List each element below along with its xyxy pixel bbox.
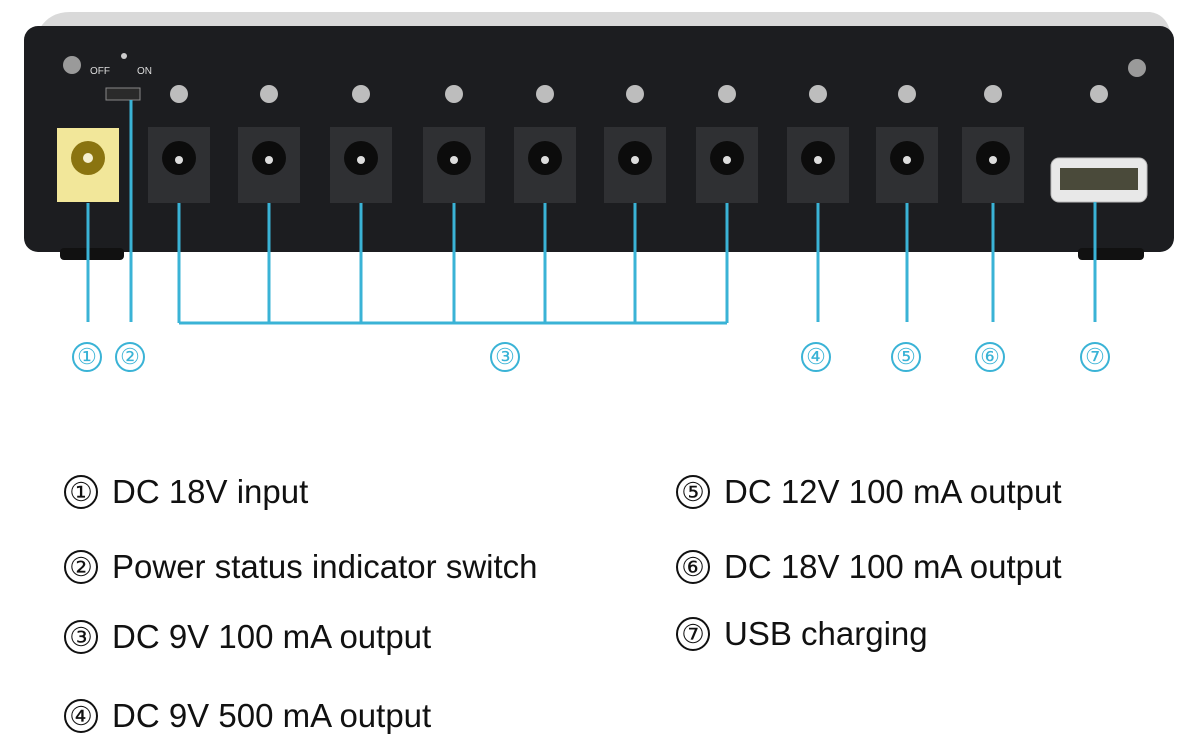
callout-5: ⑤ bbox=[891, 342, 921, 372]
legend-text: DC 9V 500 mA output bbox=[112, 697, 432, 734]
power-switch[interactable] bbox=[105, 87, 141, 101]
led-indicator bbox=[984, 85, 1002, 103]
led-indicator bbox=[898, 85, 916, 103]
foot-left bbox=[60, 248, 124, 260]
switch-off-label: OFF bbox=[90, 66, 110, 77]
legend-number: ① bbox=[64, 475, 98, 509]
dc-input-pin bbox=[83, 153, 93, 163]
callout-2: ② bbox=[115, 342, 145, 372]
callout-1: ① bbox=[72, 342, 102, 372]
led-indicator bbox=[260, 85, 278, 103]
led-indicator bbox=[626, 85, 644, 103]
jack-pin bbox=[903, 156, 911, 164]
legend-number: ④ bbox=[64, 699, 98, 733]
legend-number: ⑦ bbox=[676, 617, 710, 651]
screw-icon bbox=[1128, 59, 1146, 77]
callout-6: ⑥ bbox=[975, 342, 1005, 372]
legend-item-3: ③ DC 9V 100 mA output bbox=[64, 618, 431, 656]
led-indicator bbox=[718, 85, 736, 103]
led-indicator bbox=[1090, 85, 1108, 103]
legend-item-5: ⑤ DC 12V 100 mA output bbox=[676, 473, 1062, 511]
led-indicator bbox=[445, 85, 463, 103]
jack-pin bbox=[450, 156, 458, 164]
foot-right bbox=[1078, 248, 1144, 260]
jack-pin bbox=[265, 156, 273, 164]
legend-text: Power status indicator switch bbox=[112, 548, 538, 585]
legend-number: ② bbox=[64, 550, 98, 584]
light-icon bbox=[121, 53, 127, 59]
legend-text: USB charging bbox=[724, 615, 928, 652]
legend-item-6: ⑥ DC 18V 100 mA output bbox=[676, 548, 1062, 586]
screw-icon bbox=[63, 56, 81, 74]
led-indicator bbox=[536, 85, 554, 103]
callout-7: ⑦ bbox=[1080, 342, 1110, 372]
jack-pin bbox=[989, 156, 997, 164]
legend-item-4: ④ DC 9V 500 mA output bbox=[64, 697, 431, 735]
power-supply-diagram: OFF ON bbox=[24, 12, 1174, 325]
jack-pin bbox=[541, 156, 549, 164]
device-top-edge bbox=[40, 12, 1170, 30]
led-indicator bbox=[170, 85, 188, 103]
legend-number: ⑥ bbox=[676, 550, 710, 584]
switch-on-label: ON bbox=[137, 66, 152, 77]
callout-4: ④ bbox=[801, 342, 831, 372]
jack-pin bbox=[175, 156, 183, 164]
led-indicator bbox=[352, 85, 370, 103]
callout-3: ③ bbox=[490, 342, 520, 372]
legend-item-7: ⑦ USB charging bbox=[676, 615, 928, 653]
legend-text: DC 12V 100 mA output bbox=[724, 473, 1062, 510]
jack-pin bbox=[631, 156, 639, 164]
legend-text: DC 18V 100 mA output bbox=[724, 548, 1062, 585]
jack-pin bbox=[723, 156, 731, 164]
legend-text: DC 18V input bbox=[112, 473, 309, 510]
legend-text: DC 9V 100 mA output bbox=[112, 618, 432, 655]
legend-number: ⑤ bbox=[676, 475, 710, 509]
jack-pin bbox=[357, 156, 365, 164]
jack-pin bbox=[814, 156, 822, 164]
legend-item-1: ① DC 18V input bbox=[64, 473, 308, 511]
legend-item-2: ② Power status indicator switch bbox=[64, 548, 538, 586]
usb-slot bbox=[1060, 168, 1138, 190]
led-indicator bbox=[809, 85, 827, 103]
legend-number: ③ bbox=[64, 620, 98, 654]
